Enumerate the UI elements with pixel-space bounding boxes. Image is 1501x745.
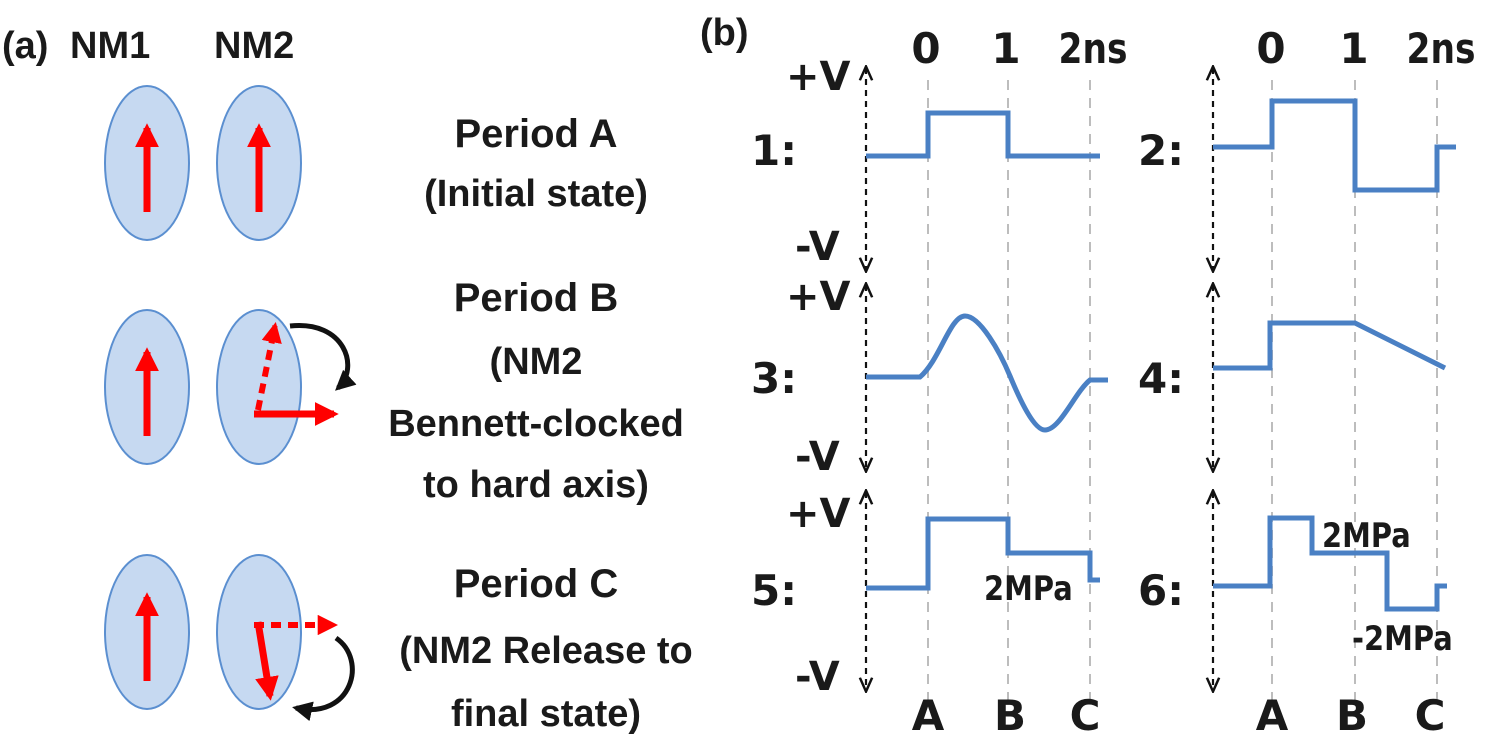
rotation-arrow-c [292, 635, 355, 722]
period-tick-b-left: B [994, 691, 1026, 740]
time-tick-0-left: 0 [911, 24, 940, 73]
row-period-c: Period C (NM2 Release to final state) [104, 554, 693, 735]
period-tick-a-right: A [1256, 691, 1289, 740]
panel-a-label: (a) [2, 25, 48, 67]
stress-label-5: 2MPa [984, 570, 1073, 609]
time-tick-2ns-right: 2ns [1407, 25, 1476, 74]
v-plus-row1: +V [786, 54, 851, 100]
waveform-6 [1213, 515, 1447, 612]
nm2-dashed-arrow-b [255, 322, 282, 411]
period-b-title: Period B [454, 276, 618, 320]
period-c-title: Period C [454, 562, 618, 606]
period-b-desc-line3: to hard axis) [423, 464, 649, 506]
nm2-header: NM2 [214, 25, 294, 67]
nm2-magnet-arrow-c [254, 621, 279, 701]
period-tick-b-right: B [1336, 691, 1368, 740]
waveform-1 [866, 110, 1100, 159]
period-b-desc-line1: (NM2 [490, 341, 583, 383]
period-c-desc-line2: final state) [451, 693, 641, 735]
v-minus-row1: -V [795, 224, 840, 270]
waveform-label-5: 5: [751, 566, 797, 615]
v-minus-row3: -V [795, 654, 840, 700]
time-guides [927, 80, 1438, 700]
rotation-arrow-b [289, 323, 357, 391]
period-a-desc-line1: (Initial state) [424, 173, 648, 215]
waveform-label-6: 6: [1138, 566, 1184, 615]
row-period-a: Period A (Initial state) [104, 85, 648, 241]
waveform-label-1: 1: [751, 126, 797, 175]
stress-label-6-neg: -2MPa [1352, 620, 1453, 659]
v-minus-row2: -V [795, 434, 840, 480]
waveform-label-3: 3: [751, 354, 797, 403]
v-plus-row2: +V [786, 274, 851, 320]
row-period-b: Period B (NM2 Bennett-clocked to hard ax… [104, 276, 684, 506]
period-c-desc-line1: (NM2 Release to [399, 630, 693, 672]
period-tick-a-left: A [912, 691, 945, 740]
time-tick-0-right: 0 [1256, 24, 1285, 73]
nm1-header: NM1 [70, 25, 150, 67]
period-tick-c-right: C [1415, 691, 1446, 740]
panel-b: (b) 0 1 2ns 0 1 2ns +V -V +V [700, 12, 1475, 740]
period-tick-c-left: C [1070, 691, 1101, 740]
waveform-5 [866, 516, 1100, 591]
time-tick-1-right: 1 [1339, 24, 1368, 73]
nm2-ellipse-b [216, 309, 302, 465]
panel-b-label: (b) [700, 12, 749, 54]
period-a-title: Period A [455, 112, 618, 156]
waveform-2 [1213, 98, 1456, 193]
waveforms [866, 98, 1456, 612]
waveform-3 [866, 313, 1108, 433]
time-tick-2ns-left: 2ns [1059, 25, 1128, 74]
time-tick-1-left: 1 [991, 24, 1020, 73]
v-plus-row3: +V [786, 491, 851, 537]
panel-a: (a) NM1 NM2 Period A (Initial state) Per… [2, 25, 693, 735]
waveform-4 [1213, 320, 1447, 371]
period-b-desc-line2: Bennett-clocked [388, 403, 684, 445]
waveform-label-2: 2: [1138, 126, 1184, 175]
stress-label-6-pos: 2MPa [1322, 517, 1411, 556]
waveform-label-4: 4: [1138, 354, 1184, 403]
